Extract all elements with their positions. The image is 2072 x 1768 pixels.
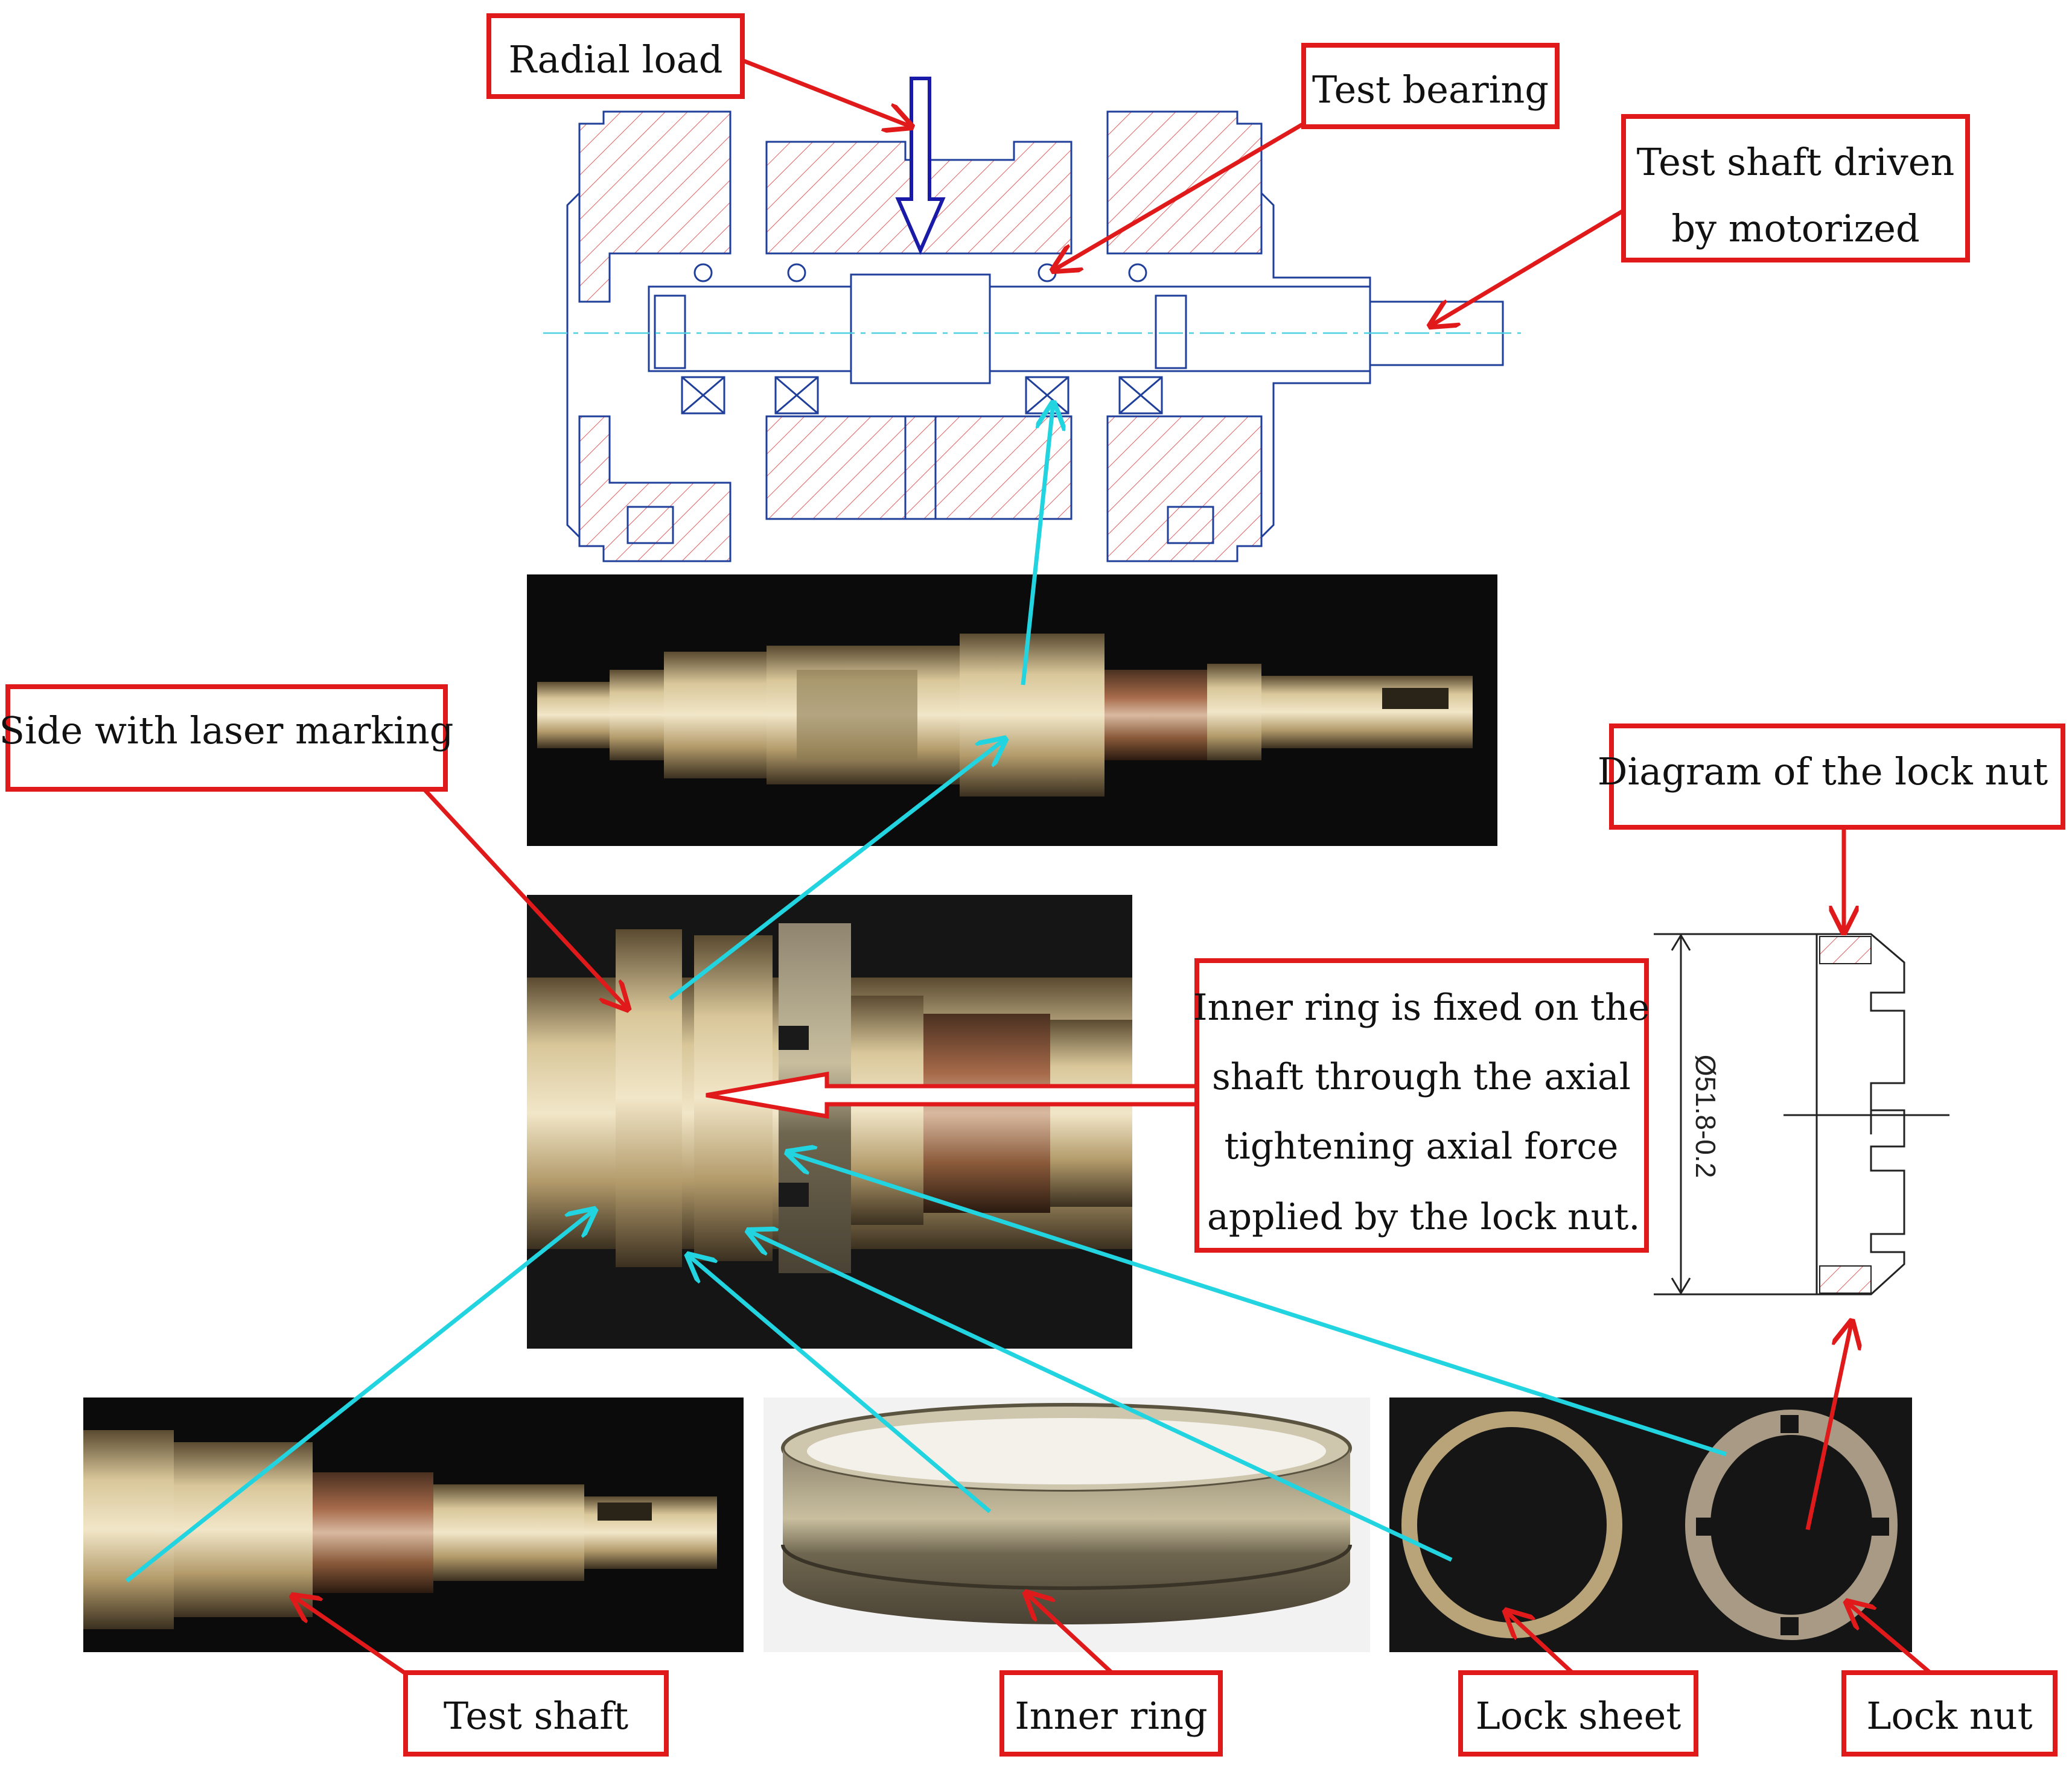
arrow-icon bbox=[741, 58, 911, 127]
lock-nut-drawing: Ø51.8-0.2 bbox=[1654, 933, 1949, 1296]
lock-parts-photo bbox=[1389, 1398, 1912, 1652]
red-callout-arrows bbox=[293, 58, 1932, 1674]
full-shaft-photo bbox=[527, 574, 1497, 846]
svg-text:Lock nut: Lock nut bbox=[1866, 1694, 2032, 1738]
callout-test-shaft: Test shaft bbox=[403, 1670, 669, 1757]
bearing-assembly-cross-section bbox=[543, 77, 1521, 562]
svg-text:Test bearing: Test bearing bbox=[1312, 68, 1549, 112]
callout-lock-nut: Lock nut bbox=[1841, 1670, 2058, 1757]
svg-text:applied by the lock nut.: applied by the lock nut. bbox=[1207, 1196, 1640, 1238]
arrow-icon bbox=[421, 786, 628, 1009]
arrow-icon bbox=[1506, 1611, 1574, 1674]
svg-text:Lock sheet: Lock sheet bbox=[1476, 1694, 1682, 1738]
connector-locksheet-to-closeup bbox=[748, 1231, 1453, 1562]
svg-text:Diagram of the lock nut: Diagram of the lock nut bbox=[1598, 749, 2048, 793]
callout-lock-sheet: Lock sheet bbox=[1458, 1670, 1698, 1757]
callout-side-laser-marking: Side with laser marking bbox=[0, 684, 453, 792]
arrow-icon bbox=[1430, 203, 1634, 326]
connector-innerring-to-closeup bbox=[688, 1255, 992, 1513]
lock-nut-dimension: Ø51.8-0.2 bbox=[1690, 1055, 1721, 1178]
callout-test-bearing: Test bearing bbox=[1301, 43, 1560, 129]
callout-inner-ring: Inner ring bbox=[999, 1670, 1223, 1757]
svg-text:Inner ring is fixed on the: Inner ring is fixed on the bbox=[1193, 987, 1650, 1029]
svg-text:tightening axial force: tightening axial force bbox=[1225, 1125, 1619, 1168]
test-shaft-photo bbox=[83, 1398, 744, 1652]
callout-diagram-lock-nut: Diagram of the lock nut bbox=[1598, 723, 2065, 830]
svg-text:Test shaft driven: Test shaft driven bbox=[1637, 140, 1955, 184]
svg-text:Inner ring: Inner ring bbox=[1015, 1694, 1207, 1738]
svg-text:shaft through the axial: shaft through the axial bbox=[1212, 1056, 1631, 1098]
callout-inner-ring-note: Inner ring is fixed on the shaft through… bbox=[1193, 958, 1650, 1253]
callout-radial-load: Radial load bbox=[486, 13, 745, 99]
test-shaft-drawing bbox=[543, 273, 1521, 384]
connector-testshaft-to-closeup bbox=[125, 1210, 595, 1583]
arrow-icon bbox=[1053, 121, 1305, 270]
svg-text:Test shaft: Test shaft bbox=[444, 1694, 628, 1738]
svg-text:by motorized: by motorized bbox=[1671, 206, 1919, 250]
cyan-connectors bbox=[125, 403, 1727, 1583]
hollow-arrow-icon bbox=[706, 1071, 1199, 1119]
connector-locknut-to-closeup bbox=[788, 1153, 1727, 1457]
svg-text:Side with laser marking: Side with laser marking bbox=[0, 708, 453, 752]
down-arrow-icon bbox=[895, 77, 946, 255]
arrow-icon bbox=[1847, 1602, 1932, 1674]
arrow-icon bbox=[293, 1596, 406, 1674]
inner-ring-closeup-photo bbox=[527, 895, 1132, 1349]
arrow-icon bbox=[1805, 1321, 1852, 1530]
inner-ring-photo bbox=[763, 1398, 1370, 1652]
connector-closeup-to-shaft bbox=[668, 739, 1005, 1000]
arrow-icon bbox=[1026, 1593, 1114, 1674]
svg-text:Radial load: Radial load bbox=[509, 37, 723, 81]
connector-drawing-to-shaft bbox=[1021, 403, 1053, 685]
callout-test-shaft-driven: Test shaft driven by motorized bbox=[1621, 114, 1970, 262]
left-housing bbox=[566, 110, 732, 562]
